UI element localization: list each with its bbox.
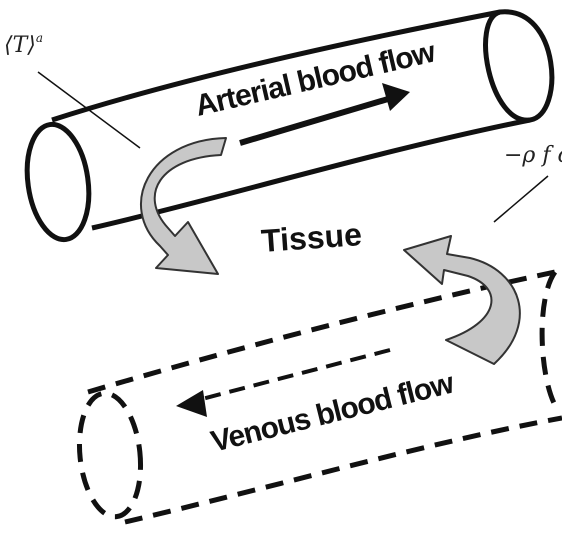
- venous-to-tissue-heat-arrow: [404, 236, 520, 364]
- venous-flow-label: Venous blood flow: [208, 366, 458, 458]
- tissue-label: Tissue: [260, 216, 363, 259]
- arterial-temp-leader: [38, 72, 140, 148]
- venous-term-leader: [494, 176, 548, 222]
- arterial-temp-symbol: ⟨T⟩a: [4, 31, 43, 58]
- venous-heat-term: −ρ f c: [504, 143, 562, 168]
